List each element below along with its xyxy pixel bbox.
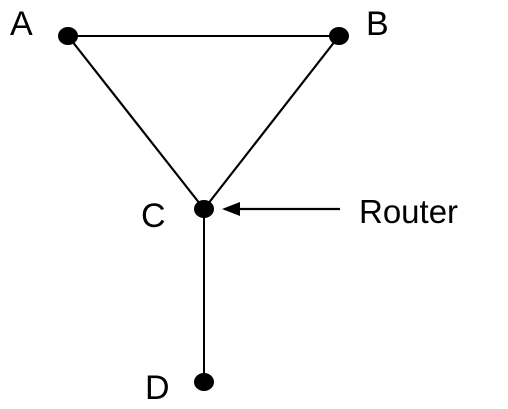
node-c-dot [194,200,214,218]
node-d-dot [194,373,214,391]
edge-b-c [203,35,340,210]
node-d-label: D [145,369,170,407]
node-c-label: C [141,197,166,235]
node-a-dot [58,27,78,45]
router-arrowhead [222,202,240,216]
node-b-label: B [366,5,389,43]
node-a-label: A [10,5,33,43]
router-label: Router [359,193,458,230]
edge-a-c [67,35,205,210]
node-b-dot [329,27,349,45]
